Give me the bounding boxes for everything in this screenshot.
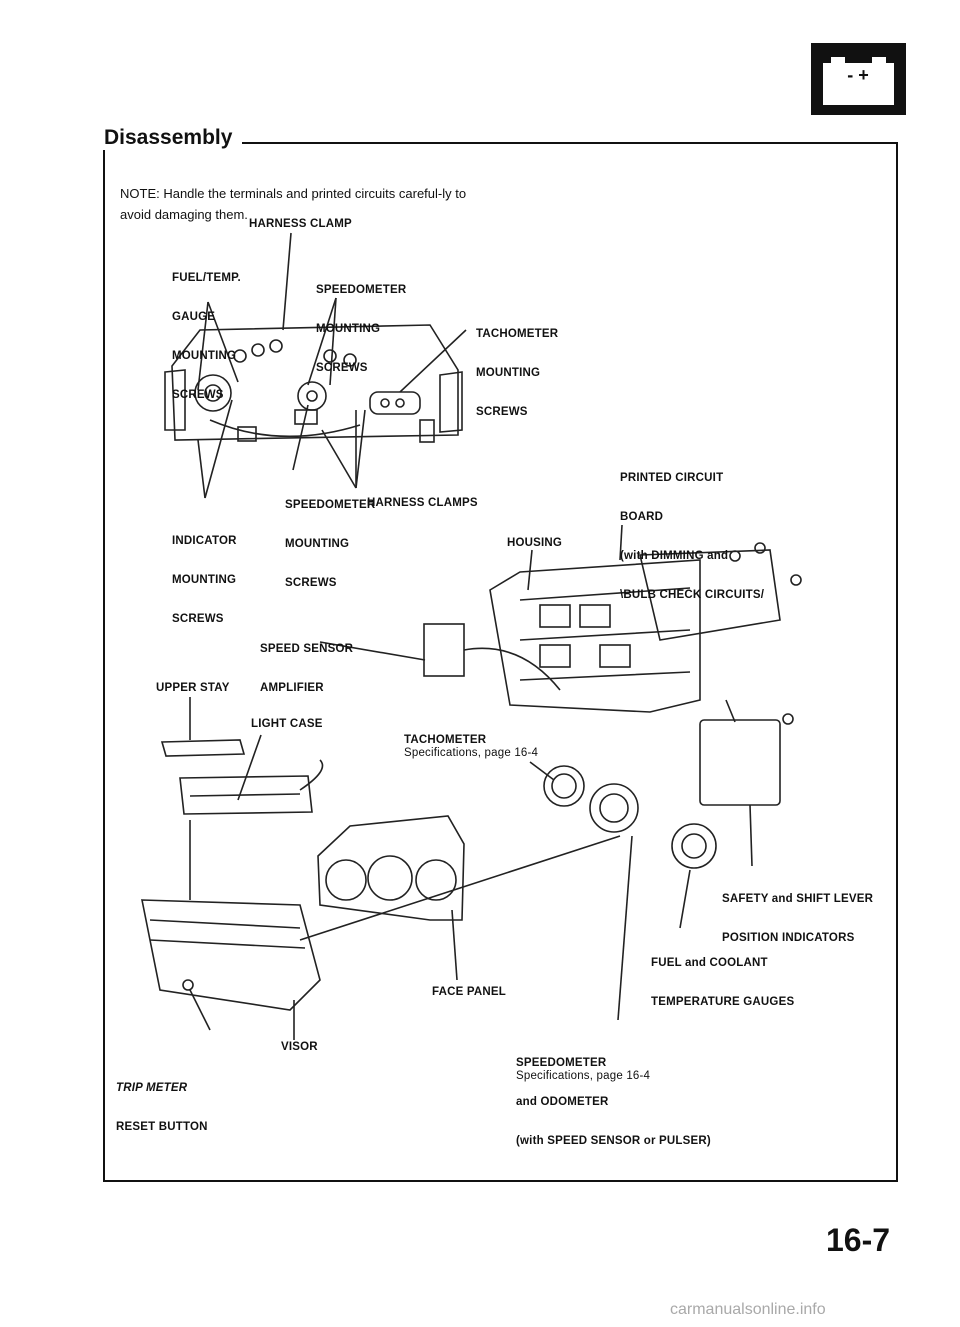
note-text: NOTE: Handle the terminals and printed c… xyxy=(120,186,467,222)
label-speedometer-mounting-screws-top: SPEEDOMETER MOUNTING SCREWS xyxy=(316,258,406,388)
label-speedometer-odometer: SPEEDOMETER and ODOMETER (with SPEED SEN… xyxy=(516,1031,711,1161)
cluster-back-outline xyxy=(171,324,459,441)
label-indicator-mounting-screws: INDICATOR MOUNTING SCREWS xyxy=(172,509,237,639)
label-line: SPEED SENSOR xyxy=(260,643,354,655)
label-printed-circuit-board: PRINTED CIRCUIT BOARD (with DIMMING and … xyxy=(620,446,764,615)
label-fuel-temp-gauge-screws: FUEL/TEMP. GAUGE MOUNTING SCREWS xyxy=(172,246,241,415)
label-line: SCREWS xyxy=(476,406,528,418)
label-line: BOARD xyxy=(620,511,664,523)
label-line: SPEEDOMETER xyxy=(316,284,407,296)
label-visor: VISOR xyxy=(281,1041,318,1053)
speed-sensor-box xyxy=(423,623,465,677)
label-line: MOUNTING xyxy=(285,538,350,550)
section-title: Disassembly xyxy=(104,126,233,149)
label-line: MOUNTING xyxy=(316,323,381,335)
label-trip-meter-reset-button: TRIP METER RESET BUTTON xyxy=(116,1056,208,1147)
light-case-outline xyxy=(179,775,313,815)
label-fuel-coolant-gauges: FUEL and COOLANT TEMPERATURE GAUGES xyxy=(651,931,794,1022)
label-line: MOUNTING xyxy=(172,350,237,362)
label-harness-clamps: HARNESS CLAMPS xyxy=(367,497,478,509)
label-face-panel: FACE PANEL xyxy=(432,986,506,998)
label-line: FUEL and COOLANT xyxy=(651,957,768,969)
label-speedometer-specifications: Specifications, page 16-4 xyxy=(516,1070,651,1082)
housing-outline xyxy=(489,559,701,713)
label-line: GAUGE xyxy=(172,311,216,323)
label-housing: HOUSING xyxy=(507,537,563,549)
section-title-wrap: Disassembly xyxy=(96,126,243,150)
section-frame xyxy=(103,142,898,1182)
label-line: TACHOMETER xyxy=(476,328,559,340)
label-line: (with DIMMING and xyxy=(620,550,729,562)
battery-glyphs: - + xyxy=(847,65,869,85)
face-panel-outline xyxy=(317,815,465,921)
label-safety-shift-lever-indicators: SAFETY and SHIFT LEVER POSITION INDICATO… xyxy=(722,867,873,958)
label-tachometer-mounting-screws: TACHOMETER MOUNTING SCREWS xyxy=(476,302,558,432)
label-line: PRINTED CIRCUIT xyxy=(620,472,724,484)
label-speedometer-mounting-screws-bottom: SPEEDOMETER MOUNTING SCREWS xyxy=(285,473,375,603)
label-line: INDICATOR xyxy=(172,535,237,547)
label-line: SCREWS xyxy=(316,362,368,374)
visor-outline xyxy=(141,899,321,1011)
label-tachometer: TACHOMETER xyxy=(404,734,487,746)
label-line: and ODOMETER xyxy=(516,1096,609,1108)
label-harness-clamp: HARNESS CLAMP xyxy=(249,218,352,230)
label-line: TRIP METER xyxy=(116,1082,188,1094)
pcb-outline xyxy=(638,549,781,641)
label-line: SCREWS xyxy=(172,389,224,401)
label-line: SCREWS xyxy=(285,577,337,589)
label-tachometer-specifications: Specifications, page 16-4 xyxy=(404,747,539,759)
label-upper-stay: UPPER STAY xyxy=(156,682,230,694)
label-line: \BULB CHECK CIRCUITS/ xyxy=(620,589,765,601)
label-line: FUEL/TEMP. xyxy=(172,272,241,284)
label-line: (with SPEED SENSOR or PULSER) xyxy=(516,1135,711,1147)
label-line: SPEEDOMETER xyxy=(516,1057,607,1069)
label-line: MOUNTING xyxy=(476,367,541,379)
label-line: MOUNTING xyxy=(172,574,237,586)
page-number: 16-7 xyxy=(826,1222,891,1258)
label-speed-sensor-amplifier: SPEED SENSOR AMPLIFIER xyxy=(260,617,353,708)
label-line: TEMPERATURE GAUGES xyxy=(651,996,795,1008)
label-line: SPEEDOMETER xyxy=(285,499,376,511)
label-line: RESET BUTTON xyxy=(116,1121,208,1133)
label-line: POSITION INDICATORS xyxy=(722,932,855,944)
shift-indicator-outline xyxy=(699,719,781,806)
battery-icon: - + xyxy=(811,43,906,115)
label-line: AMPLIFIER xyxy=(260,682,324,694)
label-light-case: LIGHT CASE xyxy=(251,718,323,730)
label-line: SCREWS xyxy=(172,613,224,625)
watermark: carmanualsonline.info xyxy=(670,1301,826,1318)
label-line: SAFETY and SHIFT LEVER xyxy=(722,893,874,905)
